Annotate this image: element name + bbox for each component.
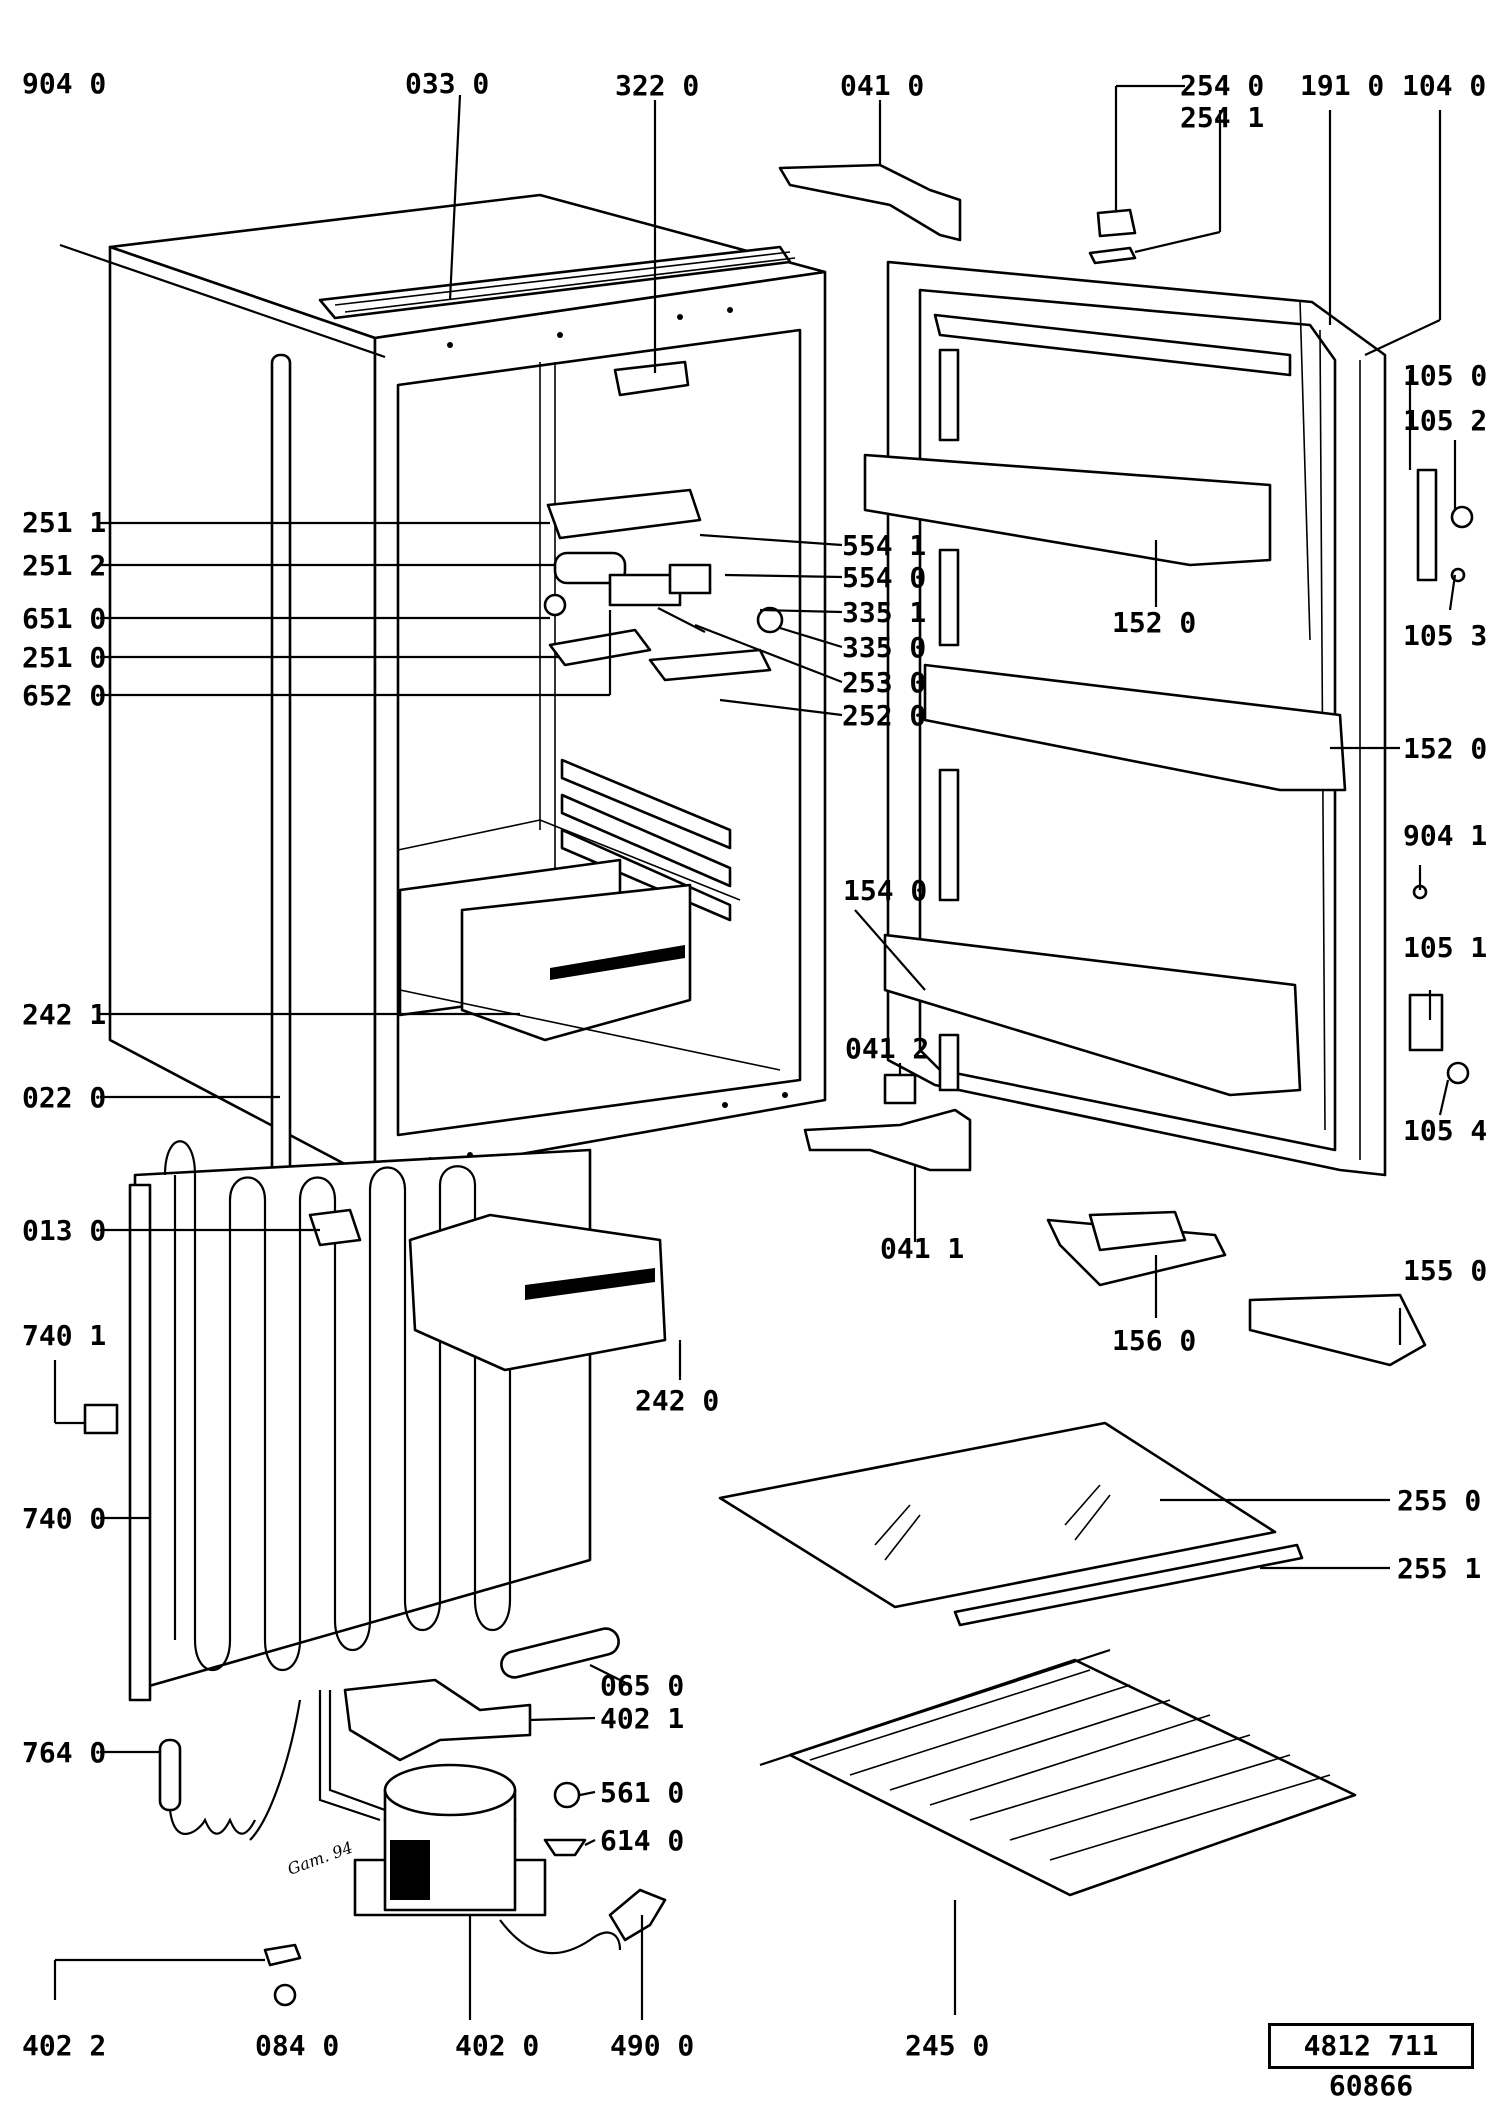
callout-label: 105 4 <box>1403 1114 1487 1147</box>
callout-label: 322 0 <box>615 69 699 102</box>
callout-label: 245 0 <box>905 2029 989 2062</box>
power-cord <box>499 1919 622 1955</box>
grommet-561 <box>553 1781 581 1809</box>
callout-label: 105 3 <box>1403 619 1487 652</box>
callout-label: 402 1 <box>600 1702 684 1735</box>
callout-label: 740 1 <box>22 1319 106 1352</box>
capillary-coil <box>158 1738 256 1835</box>
callout-label: 402 2 <box>22 2029 106 2062</box>
callout-label: 065 0 <box>600 1669 684 1702</box>
crisper-drawer <box>408 1213 667 1372</box>
callout-label: 041 1 <box>880 1232 964 1265</box>
callout-label: 251 2 <box>22 549 106 582</box>
handle-105-0 <box>1416 468 1438 582</box>
callout-label: 904 0 <box>22 67 106 100</box>
hinge-cover-041-2 <box>883 1073 917 1105</box>
compressor <box>249 1690 547 1917</box>
callout-label: 252 0 <box>842 699 926 732</box>
callout-label: 490 0 <box>610 2029 694 2062</box>
callout-label: 191 0 <box>1300 69 1384 102</box>
callout-label: 554 0 <box>842 561 926 594</box>
callout-label: 904 1 <box>1403 819 1487 852</box>
shelf-trim <box>953 1543 1304 1627</box>
callout-label: 156 0 <box>1112 1324 1196 1357</box>
callout-label: 651 0 <box>22 602 106 635</box>
callout-label: 242 1 <box>22 998 106 1031</box>
cap-254-1 <box>1088 246 1137 265</box>
callout-label: 614 0 <box>600 1824 684 1857</box>
butter-dish <box>1046 1210 1227 1287</box>
callout-label: 740 0 <box>22 1502 106 1535</box>
callout-label: 105 0 <box>1403 359 1487 392</box>
callout-label: 251 1 <box>22 506 106 539</box>
callout-label: 104 0 <box>1402 69 1486 102</box>
knob-105-4 <box>1446 1061 1470 1085</box>
callout-label: 013 0 <box>22 1214 106 1247</box>
callout-label: 041 2 <box>845 1032 929 1065</box>
cabinet <box>108 193 827 1207</box>
callout-label: 652 0 <box>22 679 106 712</box>
callout-label: 105 2 <box>1403 404 1487 437</box>
callout-label: 242 0 <box>635 1384 719 1417</box>
callout-label: 561 0 <box>600 1776 684 1809</box>
foot-084 <box>273 1983 297 2007</box>
callout-label: 152 0 <box>1403 732 1487 765</box>
callout-label: 255 0 <box>1397 1484 1481 1517</box>
cap-254-0 <box>1096 208 1137 238</box>
callout-label: 402 0 <box>455 2029 539 2062</box>
callout-label: 022 0 <box>22 1081 106 1114</box>
callout-label: 251 0 <box>22 641 106 674</box>
filter-tube <box>500 1627 620 1679</box>
callout-label: 764 0 <box>22 1736 106 1769</box>
callout-labels: 904 0 033 0 322 0 041 0 254 0 254 1 191 … <box>22 67 1487 2062</box>
compressor-bracket <box>343 1678 532 1762</box>
bottom-hinge <box>803 1108 972 1172</box>
callout-label: 041 0 <box>840 69 924 102</box>
thermostat-assembly <box>543 360 784 682</box>
callout-label: 335 1 <box>842 596 926 629</box>
wire-shelf <box>759 1648 1357 1897</box>
handwritten-note: Gam. 94 <box>285 1838 355 1879</box>
callout-label: 255 1 <box>1397 1552 1481 1585</box>
callout-label: 554 1 <box>842 529 926 562</box>
callout-label: 254 1 <box>1180 101 1264 134</box>
callout-label: 105 1 <box>1403 931 1487 964</box>
clip-402-2 <box>263 1943 302 1967</box>
side-strip <box>128 1183 152 1702</box>
callout-label: 253 0 <box>842 666 926 699</box>
callout-label: 084 0 <box>255 2029 339 2062</box>
top-hinge <box>778 163 962 242</box>
egg-tray <box>1248 1293 1427 1367</box>
bracket-105-1 <box>1408 993 1444 1052</box>
clip-740-1 <box>83 1403 119 1435</box>
door <box>863 260 1387 1177</box>
callout-label: 254 0 <box>1180 69 1264 102</box>
callout-label: 335 0 <box>842 631 926 664</box>
bracket-plate <box>308 1208 362 1247</box>
document-number: 4812 711 60866 <box>1268 2023 1474 2102</box>
clip-614 <box>543 1838 587 1857</box>
callout-label: 154 0 <box>843 874 927 907</box>
callout-label: 152 0 <box>1112 606 1196 639</box>
callout-label: 033 0 <box>405 67 489 100</box>
leader-lines <box>53 84 1457 2020</box>
knob-105-2 <box>1450 505 1474 529</box>
callout-label: 155 0 <box>1403 1254 1487 1287</box>
mains-plug <box>608 1888 667 1942</box>
glass-shelf <box>718 1421 1277 1609</box>
